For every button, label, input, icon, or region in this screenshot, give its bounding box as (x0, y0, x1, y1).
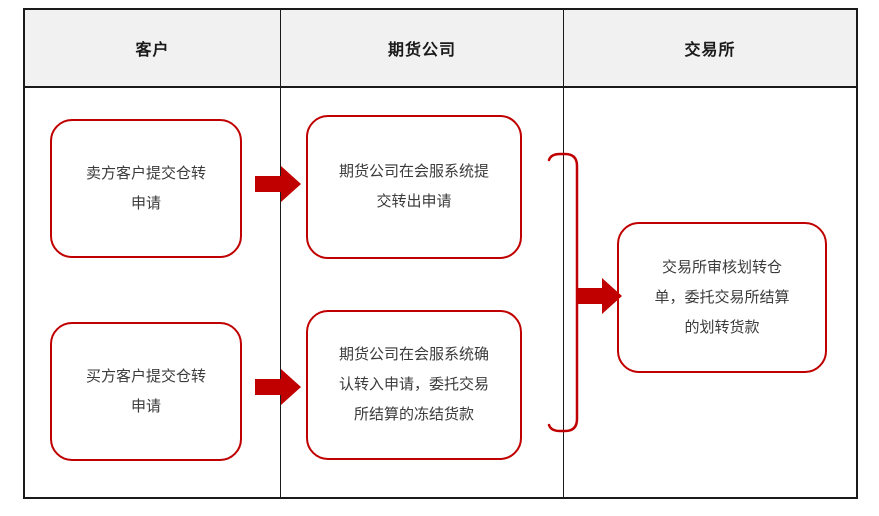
column-header-futures-company: 期货公司 (281, 10, 564, 88)
column-header-customer-label: 客户 (135, 42, 170, 59)
node-futures-confirm-in-request-text: 期货公司在会服系统确 认转入申请，委托交易 所结算的冻结货款 (338, 346, 489, 423)
node-buyer-transfer-request: 买方客户提交仓转 申请 (50, 322, 242, 461)
node-futures-submit-out-request-text: 期货公司在会服系统提 交转出申请 (338, 163, 489, 210)
lane-customer-body (25, 88, 281, 497)
column-header-exchange: 交易所 (564, 10, 856, 88)
node-exchange-review-transfer: 交易所审核划转仓 单，委托交易所结算 的划转货款 (617, 222, 827, 373)
node-seller-transfer-request-text: 卖方客户提交仓转 申请 (85, 164, 206, 212)
column-header-customer: 客户 (25, 10, 281, 88)
node-buyer-transfer-request-text: 买方客户提交仓转 申请 (85, 367, 206, 415)
node-futures-submit-out-request: 期货公司在会服系统提 交转出申请 (306, 115, 522, 259)
node-seller-transfer-request: 卖方客户提交仓转 申请 (50, 119, 242, 258)
column-header-futures-company-label: 期货公司 (387, 42, 456, 59)
column-header-exchange-label: 交易所 (684, 42, 736, 59)
node-futures-confirm-in-request: 期货公司在会服系统确 认转入申请，委托交易 所结算的冻结货款 (306, 310, 522, 460)
node-exchange-review-transfer-text: 交易所审核划转仓 单，委托交易所结算 的划转货款 (654, 258, 790, 336)
